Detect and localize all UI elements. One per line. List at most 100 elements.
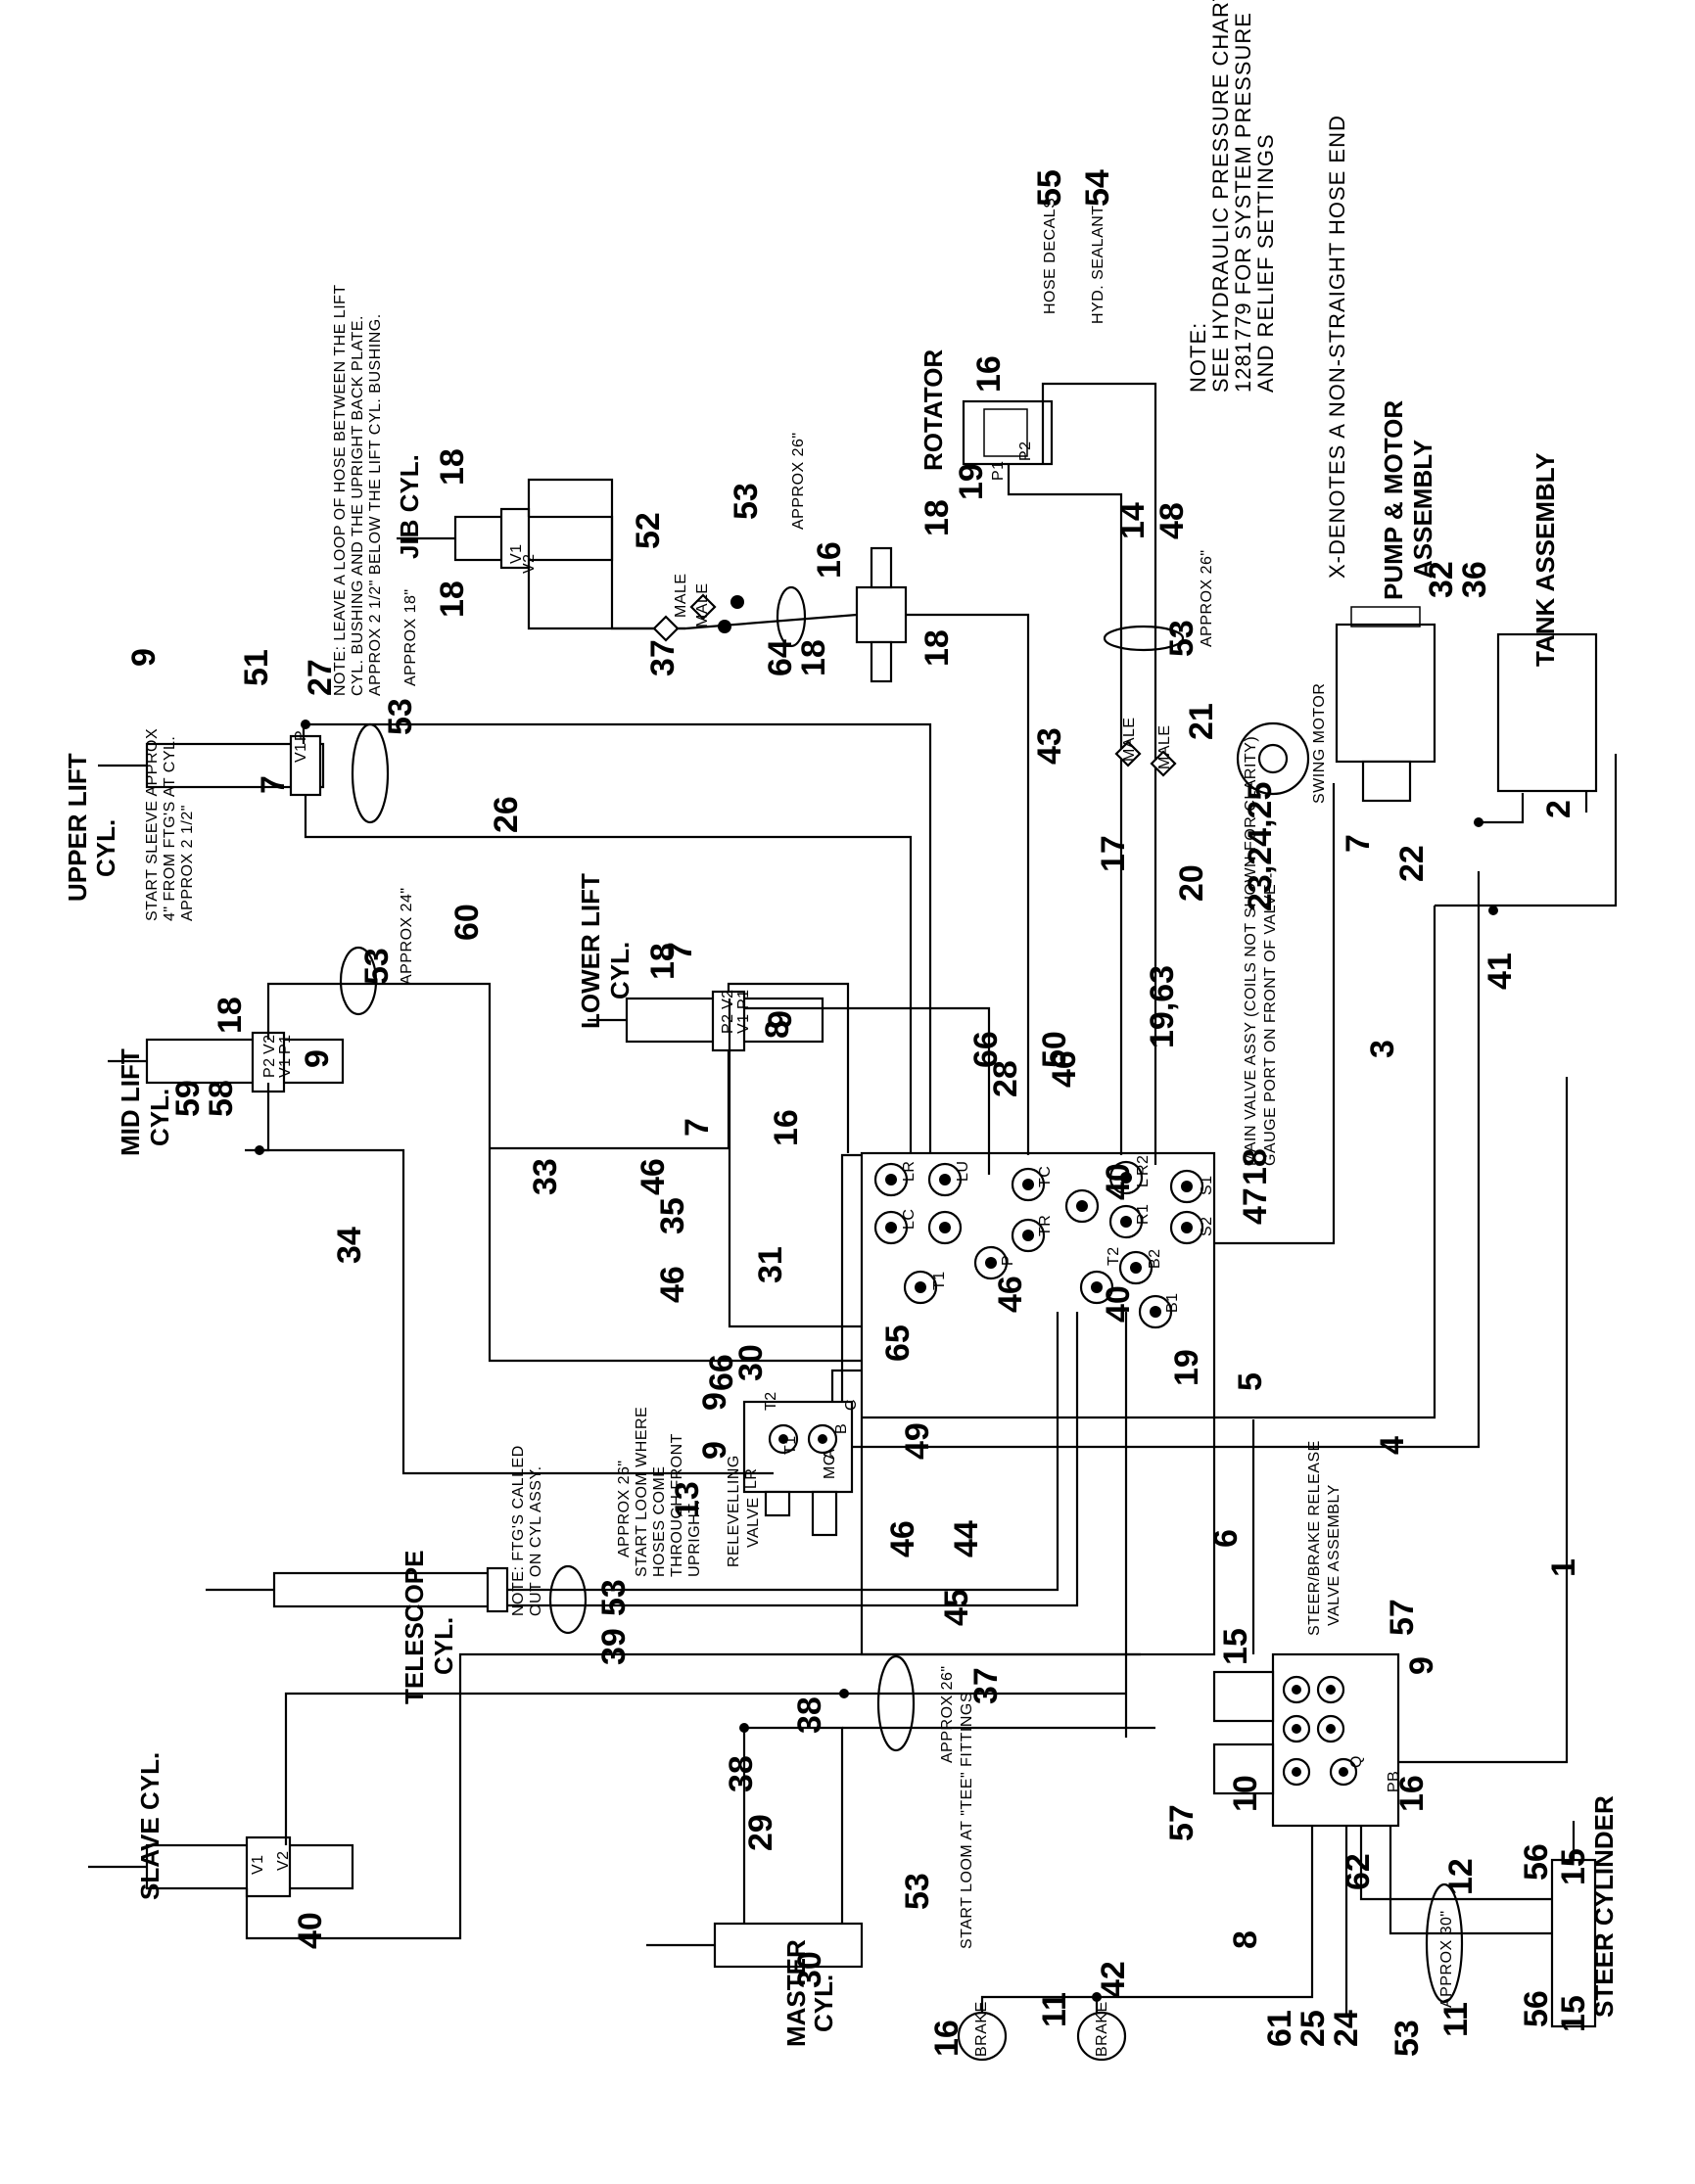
callout-59-58: 59 58	[169, 1080, 240, 1117]
callout-56b: 56	[1518, 1990, 1555, 2027]
callout-11b: 11	[1437, 2002, 1475, 2037]
callout-53g: 53	[1389, 2020, 1426, 2057]
brake-label-2: BRAKE	[1094, 2001, 1110, 2057]
port-lr: LR	[901, 1160, 918, 1182]
mid-lift-label: MID LIFT	[116, 1048, 145, 1156]
port-v1-slave: V1	[250, 1854, 266, 1875]
callout-7a: 7	[255, 775, 292, 794]
callout-1: 1	[1545, 1558, 1582, 1577]
port-p: P	[1000, 1254, 1016, 1266]
port-lu: LU	[955, 1160, 971, 1182]
callout-50: 50	[1036, 1031, 1073, 1068]
callout-14: 14	[1114, 502, 1152, 539]
loop-note-2: CYL. BUSHING AND THE UPRIGHT BACK PLATE.	[350, 315, 366, 696]
port-p-upper: P	[293, 729, 309, 741]
sleeve-note-3: APPROX 2 1/2"	[179, 805, 196, 921]
port-male-3: MALE	[1121, 717, 1138, 762]
callout-12: 12	[1442, 1858, 1480, 1895]
port-v1-low: V1	[735, 1013, 752, 1034]
port-tc: TC	[1037, 1165, 1054, 1187]
callout-53b: 53	[382, 698, 419, 735]
callout-18f: 18	[644, 943, 682, 980]
pump-label-2: ASSEMBLY	[1408, 439, 1437, 579]
pressure-note-3: 1281779 FOR SYSTEM PRESSURE	[1231, 12, 1255, 393]
callout-53d: 53	[595, 1579, 633, 1616]
callout-16c: 16	[768, 1109, 805, 1146]
callout-38a: 38	[723, 1755, 760, 1792]
port-p2-rot: P2	[1017, 441, 1034, 461]
callout-18c: 18	[918, 499, 956, 536]
approx-24: APPROX 24"	[399, 887, 415, 985]
tele-note-2: OUT ON CYL ASSY.	[528, 1465, 544, 1616]
callout-30a: 30	[791, 1951, 828, 1988]
callout-53a: 53	[728, 483, 765, 520]
approx-26-rot: APPROX 26"	[1199, 549, 1215, 647]
callout-32-36: 32 36	[1423, 561, 1493, 598]
callout-9f: 9	[1403, 1656, 1440, 1675]
tee-note-1: APPROX 26"	[939, 1665, 956, 1763]
port-b1: B1	[1164, 1292, 1181, 1313]
port-p1-rot: P1	[990, 460, 1007, 481]
callout-51: 51	[238, 649, 275, 686]
approx-26-jib: APPROX 26"	[790, 432, 807, 530]
port-lc: LC	[901, 1208, 918, 1230]
callout-16e: 16	[928, 2020, 965, 2057]
callout-5: 5	[1232, 1372, 1269, 1391]
pressure-note-1: NOTE:	[1186, 321, 1210, 393]
rotator-body	[962, 399, 1054, 466]
port-q: Q	[1348, 1755, 1365, 1768]
pump-label: PUMP & MOTOR	[1379, 399, 1408, 600]
hose-end-note: X-DENOTES A NON-STRAIGHT HOSE END	[1325, 115, 1349, 579]
callout-56a: 56	[1518, 1843, 1555, 1881]
callout-65: 65	[879, 1324, 917, 1362]
port-v2-slave: V2	[275, 1850, 292, 1871]
callout-37a: 37	[644, 639, 682, 676]
callout-46e: 46	[884, 1520, 921, 1557]
port-c-relevel: C	[843, 1398, 860, 1411]
callout-44: 44	[948, 1520, 985, 1557]
sealant-label: HYD. SEALANT	[1090, 205, 1106, 324]
callout-15c: 15	[1555, 1995, 1592, 2032]
callout-37b: 37	[967, 1667, 1005, 1704]
main-valve-note-2: GAUGE PORT ON FRONT OF VALVE--	[1262, 872, 1279, 1166]
callout-10: 10	[1227, 1775, 1264, 1812]
main-valve-ports	[873, 1160, 1204, 1329]
callout-15b: 15	[1555, 1848, 1592, 1885]
callout-54: 54	[1079, 169, 1116, 207]
port-tr: TR	[1037, 1214, 1054, 1236]
port-p1-low: P1	[735, 989, 752, 1009]
callout-53c: 53	[358, 948, 396, 985]
steer-valve-label: STEER/BRAKE RELEASE	[1306, 1440, 1323, 1636]
port-v2-low: V2	[720, 989, 736, 1009]
port-l: L	[1135, 1178, 1152, 1187]
loom-note-2: START LOOM WHERE	[634, 1406, 650, 1577]
swing-motor-label: SWING MOTOR	[1311, 682, 1328, 804]
main-valve-block	[860, 1151, 1216, 1656]
sleeve-note-1: START SLEEVE APPROX	[144, 727, 161, 921]
callout-23-24-25: 23,24,25	[1242, 781, 1279, 911]
pressure-note-2: SEE HYDRAULIC PRESSURE CHART	[1208, 0, 1233, 393]
approx-18: APPROX 18"	[402, 588, 419, 686]
callout-47: 47	[1237, 1187, 1274, 1225]
callout-49: 49	[899, 1422, 936, 1460]
jib-cyl-label: JIB CYL.	[395, 454, 424, 559]
callout-46b: 46	[654, 1266, 691, 1303]
callout-6: 6	[1207, 1529, 1245, 1548]
callout-9a: 9	[125, 648, 163, 667]
callout-3: 3	[1364, 1040, 1401, 1058]
callout-33: 33	[527, 1158, 564, 1195]
callout-7c: 7	[679, 1118, 716, 1137]
port-b2: B2	[1147, 1248, 1163, 1269]
callout-16d: 16	[1393, 1775, 1431, 1812]
callout-9c: 9	[762, 1010, 799, 1029]
port-p1-mid: P1	[277, 1034, 294, 1054]
rotator-label: ROTATOR	[918, 349, 948, 471]
callout-9e: 9	[696, 1441, 733, 1460]
port-v1-mid: V1	[277, 1057, 294, 1078]
callout-42: 42	[1095, 1961, 1132, 1998]
callout-62: 62	[1340, 1853, 1377, 1890]
callout-17: 17	[1095, 835, 1132, 872]
callout-16b: 16	[811, 541, 848, 579]
callout-8b: 8	[1227, 1930, 1264, 1949]
callout-19a: 19	[953, 463, 990, 500]
